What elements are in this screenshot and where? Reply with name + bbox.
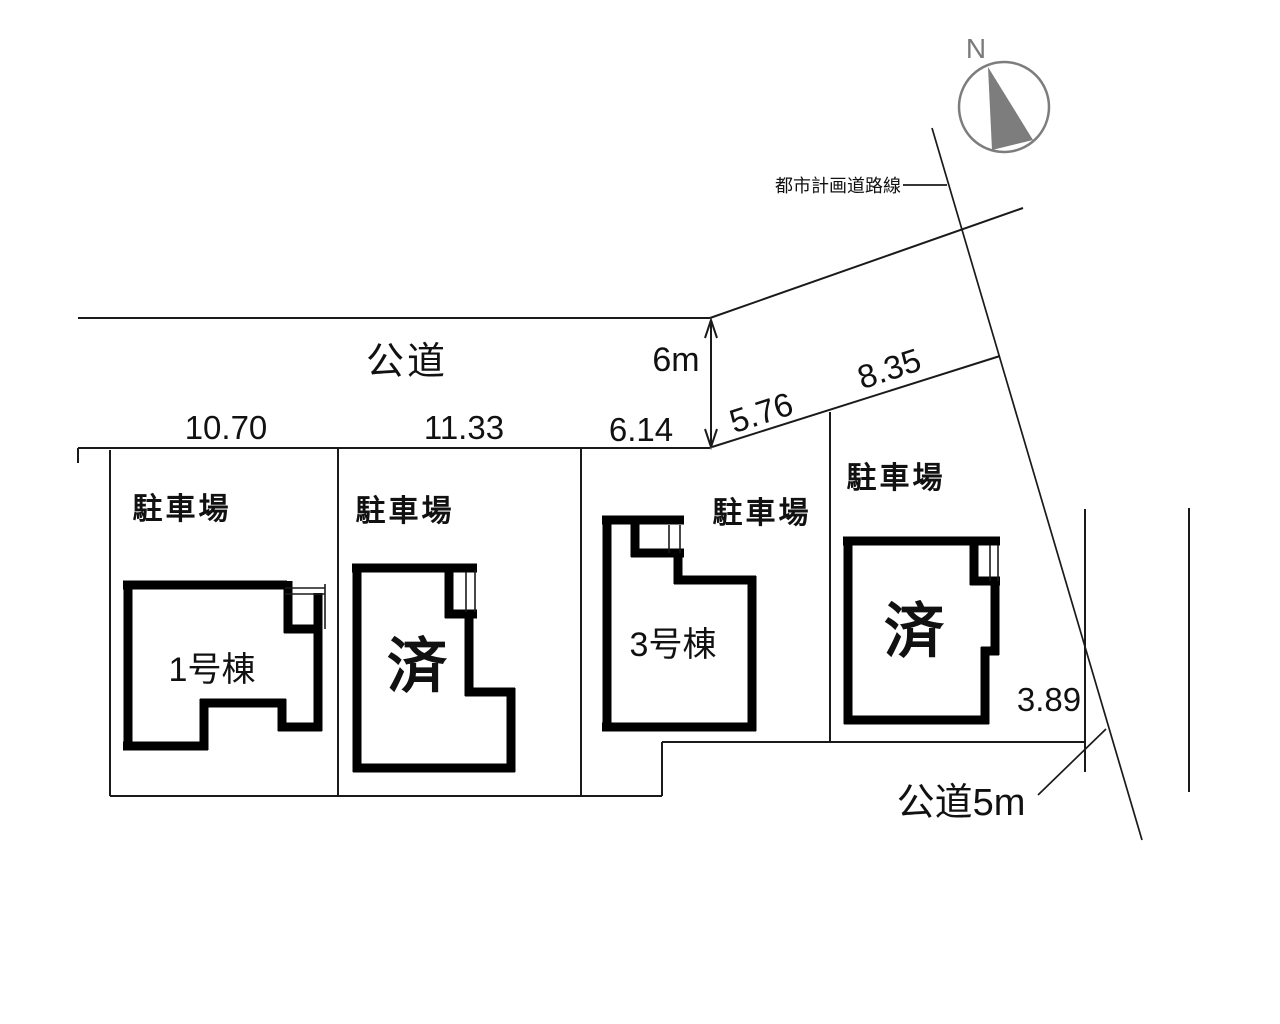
building-1 [123,580,326,751]
building-4-porch [989,545,999,581]
lot3-parking-label: 駐車場 [713,497,812,530]
road-bottom-edge-slanted [711,355,1001,448]
building-3-label: 3号棟 [630,626,717,664]
boundary-lines [77,127,1190,841]
lot2-parking-label: 駐車場 [356,495,455,528]
lot1-parking-label: 駐車場 [133,493,232,526]
side-road-label: 公道5m [897,782,1026,824]
building-2-porch [465,570,476,612]
dim-lot3-frontage: 6.14 [609,411,673,448]
compass-n-label: N [966,33,986,64]
building-4 [843,536,1000,725]
dim-lot2-frontage: 11.33 [424,409,504,446]
road-width-arrow [704,316,718,451]
arrowhead-up [704,316,718,339]
building-3-porch [668,525,681,553]
city-planning-road-line [931,127,1143,841]
road-top-edge-slanted [709,207,1024,319]
dim-slant-left: 5.76 [725,385,798,440]
building-1-porch [285,584,326,629]
building-3 [602,515,757,732]
north-compass: N [957,33,1051,154]
compass-needle-icon [988,67,1033,150]
main-road-width-label: 6m [652,341,699,379]
building-2-label: 済 [387,633,448,700]
lot4-parking-label: 駐車場 [847,462,946,495]
dim-lot1-frontage: 10.70 [185,409,268,446]
main-road-label: 公道 [366,341,448,383]
arrowhead-down [704,428,718,451]
building-2 [352,563,516,773]
side-road-leader-line [1037,728,1107,796]
building-4-label: 済 [884,598,945,665]
dim-right-side: 3.89 [1017,681,1081,718]
building-1-label: 1号棟 [169,651,256,689]
compass-circle [957,60,1051,154]
city-planning-road-label: 都市計画道路線 [775,176,901,196]
dim-slant-right: 8.35 [853,341,926,396]
